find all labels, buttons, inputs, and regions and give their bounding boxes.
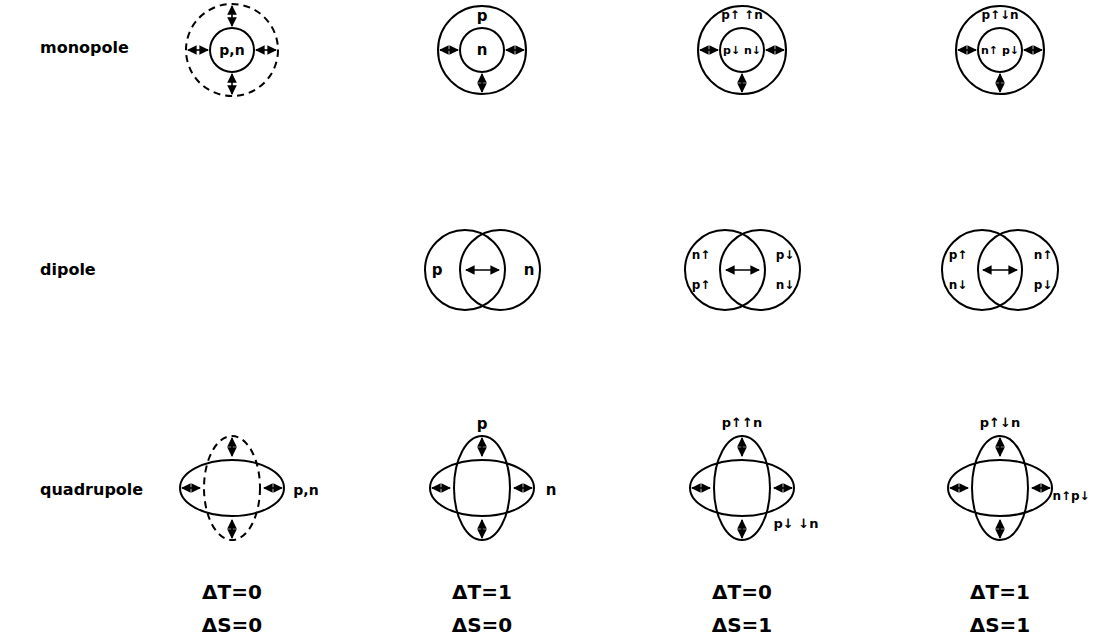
nucleon-label: p↑↑n (722, 416, 762, 429)
nucleon-label: p (477, 417, 488, 432)
nucleon-label: p (432, 263, 443, 278)
nucleon-label: n↓ (776, 279, 795, 291)
nucleon-label: p↑↓n (981, 9, 1018, 21)
nucleon-label: p,n (293, 483, 318, 497)
nucleon-label: n↓ (949, 279, 968, 291)
nucleon-label: p↓ n↓ (723, 45, 761, 56)
nucleon-label: p↓ (1034, 279, 1053, 291)
quantum-number: ΔS=1 (712, 615, 773, 635)
row-name: dipole (40, 262, 96, 278)
quantum-number: ΔT=1 (970, 582, 1030, 602)
quantum-number: ΔT=0 (202, 582, 262, 602)
nucleon-label: p (477, 9, 488, 24)
nucleon-label: n↑ (1034, 249, 1053, 261)
row-name: quadrupole (40, 482, 143, 498)
nucleon-label: n↑ (692, 249, 711, 261)
nucleon-label: p,n (219, 43, 244, 57)
nucleon-label: n (477, 43, 488, 58)
quantum-number: ΔS=0 (202, 615, 263, 635)
nucleon-label: p↑ ↑n (721, 9, 762, 21)
quantum-number: ΔT=0 (712, 582, 772, 602)
nucleon-label: p↓ ↓n (774, 517, 819, 530)
nucleon-label: n↑p↓ (1052, 490, 1089, 502)
nucleon-label: n (546, 483, 557, 498)
row-name: monopole (40, 40, 129, 56)
nucleon-label: p↓ (776, 249, 795, 261)
quantum-number: ΔS=0 (452, 615, 513, 635)
nucleon-label: n↑ p↓ (981, 45, 1019, 56)
nucleon-label: p↑ (692, 279, 711, 291)
quantum-number: ΔS=1 (970, 615, 1031, 635)
nucleon-label: p↑↓n (980, 416, 1020, 429)
nucleon-label: p↑ (949, 249, 968, 261)
nucleon-label: n (524, 263, 535, 278)
quantum-number: ΔT=1 (452, 582, 512, 602)
